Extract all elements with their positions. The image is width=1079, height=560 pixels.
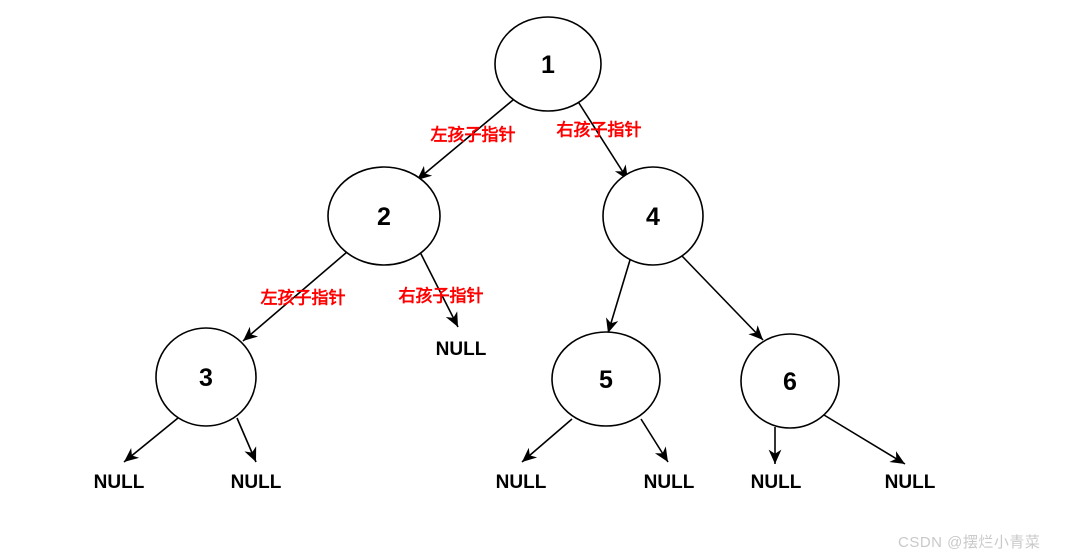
pointer-annotation-left-child-pointer: 左孩子指针 xyxy=(260,288,346,308)
null-leaf-labels: NULL NULL NULL NULL NULL NULL NULL xyxy=(94,339,936,493)
pointer-annotation-right-child-pointer: 右孩子指针 xyxy=(556,120,642,140)
node-circle xyxy=(155,327,257,427)
null-label: NULL xyxy=(94,472,145,493)
tree-edge xyxy=(576,99,629,181)
null-label: NULL xyxy=(496,472,547,493)
tree-node-4[interactable]: 4 xyxy=(602,166,704,266)
null-label: NULL xyxy=(231,472,282,493)
tree-node-6[interactable]: 6 xyxy=(740,333,840,429)
node-value-label: 2 xyxy=(377,203,391,231)
tree-edge xyxy=(606,259,631,334)
node-value-label: 1 xyxy=(541,51,555,79)
tree-edge xyxy=(521,418,573,463)
tree-edge xyxy=(242,251,348,342)
node-value-label: 3 xyxy=(199,364,213,392)
null-label: NULL xyxy=(885,472,936,493)
null-label: NULL xyxy=(644,472,695,493)
tree-nodes: 1 2 4 3 5 6 xyxy=(155,16,840,429)
csdn-watermark: CSDN @摆烂小青菜 xyxy=(898,534,1041,551)
tree-node-2[interactable]: 2 xyxy=(327,166,441,266)
tree-edge xyxy=(681,255,764,341)
tree-edges xyxy=(123,99,906,465)
null-label: NULL xyxy=(436,339,487,360)
tree-edge xyxy=(416,99,514,181)
node-circle xyxy=(602,166,704,266)
tree-edge xyxy=(236,417,257,463)
node-value-label: 6 xyxy=(783,368,797,396)
node-value-label: 5 xyxy=(599,366,613,394)
pointer-annotation-left-child-pointer: 左孩子指针 xyxy=(430,125,516,145)
pointer-annotation-right-child-pointer: 右孩子指针 xyxy=(398,286,484,306)
tree-edge xyxy=(419,251,459,328)
node-circle xyxy=(494,16,602,112)
tree-node-3[interactable]: 3 xyxy=(155,327,257,427)
tree-node-5[interactable]: 5 xyxy=(551,331,661,427)
node-circle xyxy=(740,333,840,429)
tree-edge xyxy=(123,417,179,463)
node-value-label: 4 xyxy=(646,203,660,231)
node-circle xyxy=(551,331,661,427)
tree-edge xyxy=(640,418,669,463)
null-label: NULL xyxy=(751,472,802,493)
node-circle xyxy=(327,166,441,266)
tree-edge xyxy=(823,414,906,465)
tree-node-1[interactable]: 1 xyxy=(494,16,602,112)
